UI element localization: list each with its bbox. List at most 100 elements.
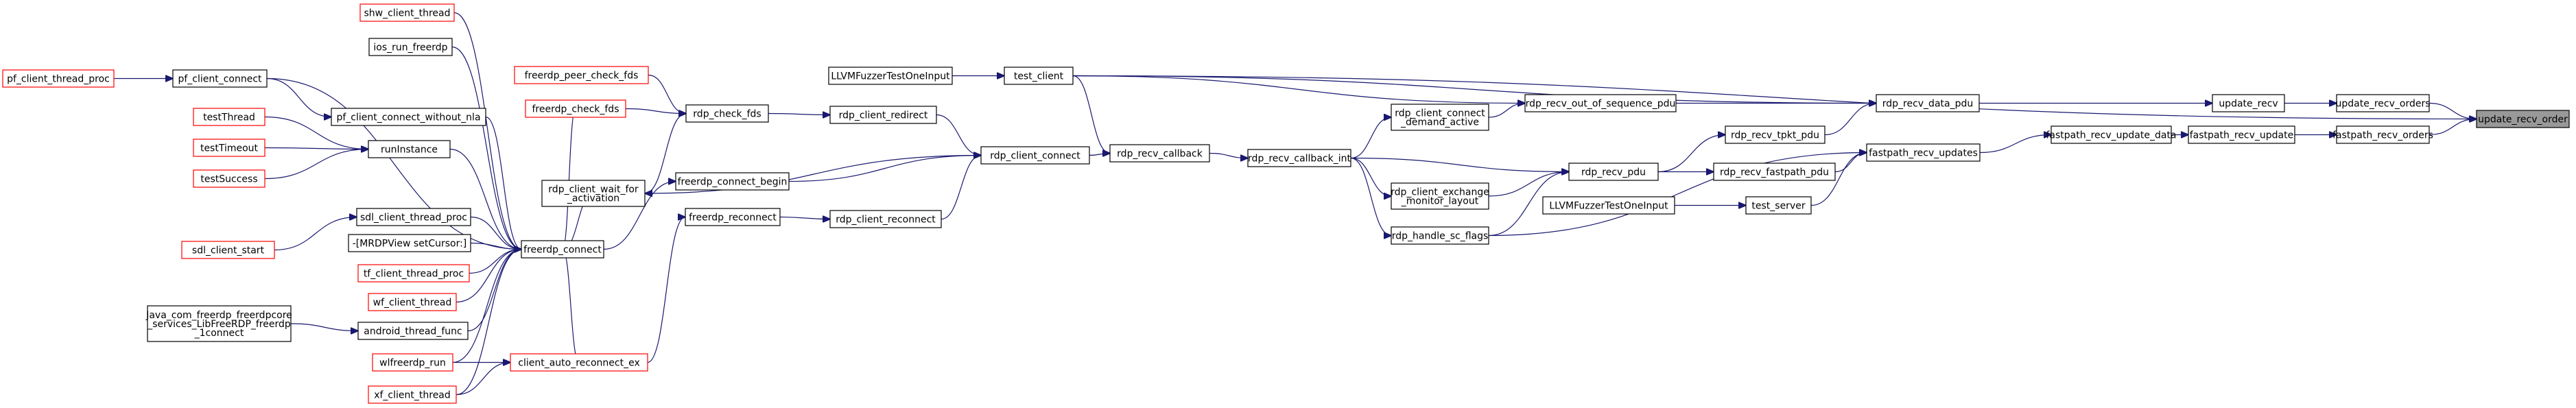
edge-testThread-to-runInstance: [264, 116, 368, 149]
node-box: [357, 322, 469, 340]
node-android-thread-func[interactable]: android_thread_func: [357, 322, 469, 340]
node-freerdp-check-fds[interactable]: freerdp_check_fds: [525, 99, 626, 118]
node-freerdp-connect[interactable]: freerdp_connect: [521, 240, 604, 259]
node-label: freerdp_reconnect: [689, 213, 777, 224]
edge-wf_client_thread-to-freerdp_connect: [456, 250, 521, 303]
node-rdp-recv-pdu[interactable]: rdp_recv_pdu: [1568, 163, 1659, 181]
node-sdl-client-start[interactable]: sdl_client_start: [181, 241, 275, 259]
node-freerdp-connect-begin[interactable]: freerdp_connect_begin: [675, 172, 790, 191]
node-box: [541, 180, 646, 207]
node-label: rdp_client_exchange: [1391, 187, 1489, 198]
node-shw-client-thread[interactable]: shw_client_thread: [359, 3, 455, 22]
node-box: [368, 140, 451, 158]
node-fastpath-recv-update-data[interactable]: fastpath_recv_update_data: [2046, 125, 2177, 144]
node-rdp-handle-sc-flags[interactable]: rdp_handle_sc_flags: [1391, 226, 1489, 245]
node-box: [368, 38, 453, 56]
edge-runInstance-to-freerdp_connect: [449, 148, 521, 250]
node-pf-client-connect-without-nla[interactable]: pf_client_connect_without_nla: [331, 108, 486, 126]
node-test-client[interactable]: test_client: [1004, 67, 1074, 85]
node-box: [1866, 143, 1981, 162]
node-box: [348, 234, 471, 252]
node-pf-client-connect[interactable]: pf_client_connect: [172, 69, 268, 88]
node-update-recv[interactable]: update_recv: [2212, 94, 2285, 112]
edge-test_client-to-rdp_recv_callback: [1072, 75, 1110, 154]
edge-client_auto_reconnect_ex-to-freerdp_reconnect: [647, 217, 685, 363]
node-box: [193, 139, 265, 157]
node-label: rdp_recv_callback_int: [1248, 154, 1351, 165]
node-test-server[interactable]: test_server: [1745, 196, 1812, 215]
node-java-com-freerdp[interactable]: Java_com_freerdp_freerdpcore_services_Li…: [145, 305, 292, 342]
edge-testSuccess-to-runInstance: [264, 149, 368, 180]
node-box: [1391, 182, 1489, 210]
node-label: fastpath_recv_updates: [1869, 148, 1978, 159]
node-client-auto-reconnect-ex[interactable]: client_auto_reconnect_ex: [510, 353, 648, 372]
node-ios-run-freerdp[interactable]: ios_run_freerdp: [368, 38, 453, 56]
node-rdp-client-reconnect[interactable]: rdp_client_reconnect: [829, 210, 942, 228]
node-runinstance[interactable]: runInstance: [368, 140, 451, 158]
node-box: [1004, 67, 1074, 85]
node-tf-client-thread-proc[interactable]: tf_client_thread_proc: [357, 264, 470, 283]
node-rdp-recv-data-pdu[interactable]: rdp_recv_data_pdu: [1876, 94, 1980, 112]
node-pf-client-thread-proc[interactable]: pf_client_thread_proc: [2, 69, 115, 88]
node-box: [2336, 94, 2430, 112]
node-update-recv-orders[interactable]: update_recv_orders: [2336, 94, 2431, 112]
node-label: wf_client_thread: [373, 298, 452, 309]
node-rdp-check-fds[interactable]: rdp_check_fds: [685, 104, 769, 123]
edge-testTimeout-to-runInstance: [264, 148, 368, 149]
node-box: [193, 108, 265, 126]
node-box: [2336, 125, 2430, 144]
node-rdp-recv-fastpath-pdu[interactable]: rdp_recv_fastpath_pdu: [1713, 163, 1836, 181]
node-rdp-recv-callback-int[interactable]: rdp_recv_callback_int: [1247, 149, 1351, 167]
node-mrdpview-setcursor[interactable]: -[MRDPView setCursor:]: [348, 234, 471, 252]
node-label: Java_com_freerdp_freerdpcore: [145, 310, 292, 321]
node-label: freerdp_connect_begin: [678, 177, 788, 188]
node-freerdp-peer-check-fds[interactable]: freerdp_peer_check_fds: [514, 66, 649, 84]
node-wf-client-thread[interactable]: wf_client_thread: [368, 293, 457, 311]
node-label: freerdp_connect: [523, 245, 602, 256]
node-label: LLVMFuzzerTestOneInput: [831, 71, 950, 82]
node-box: [1725, 125, 1825, 144]
node-freerdp-reconnect[interactable]: freerdp_reconnect: [685, 208, 781, 226]
edge-ios_run_freerdp-to-freerdp_connect: [451, 46, 521, 250]
node-llvmfuzzertestoneinput-client[interactable]: LLVMFuzzerTestOneInput: [828, 67, 953, 85]
node-label: testThread: [203, 112, 255, 123]
node-testtimeout[interactable]: testTimeout: [193, 139, 265, 157]
edge-freerdp_connect-to-freerdp_check_fds: [562, 109, 576, 250]
node-box: [1542, 196, 1675, 215]
node-box: [1745, 196, 1812, 215]
node-box: [1247, 149, 1351, 167]
node-label: rdp_client_connect: [990, 151, 1080, 162]
edge-freerdp_reconnect-to-rdp_client_reconnect: [779, 217, 830, 219]
node-fastpath-recv-update[interactable]: fastpath_recv_update: [2188, 125, 2295, 144]
edge-client_auto_reconnect_ex-to-freerdp_connect: [563, 250, 580, 363]
node-rdp-client-exchange-monitor-layout[interactable]: rdp_client_exchange_monitor_layout: [1391, 182, 1489, 210]
node-box: [172, 69, 268, 88]
node-fastpath-recv-updates[interactable]: fastpath_recv_updates: [1866, 143, 1981, 162]
edge-freerdp_peer_check_fds-to-rdp_check_fds: [648, 74, 686, 114]
edge-update_recv_orders-to-update_recv_order: [2429, 102, 2477, 119]
node-label: _1connect: [194, 328, 244, 339]
node-testsuccess[interactable]: testSuccess: [193, 169, 265, 188]
edge-rdp_recv_pdu-to-rdp_recv_tpkt_pdu: [1657, 135, 1725, 173]
edge-rdp_handle_sc_flags-to-fastpath_recv_updates: [1488, 153, 1867, 237]
node-rdp-recv-callback[interactable]: rdp_recv_callback: [1109, 144, 1210, 163]
node-llvmfuzzertestoneinput-server[interactable]: LLVMFuzzerTestOneInput: [1542, 196, 1675, 215]
node-fastpath-recv-orders[interactable]: fastpath_recv_orders: [2332, 125, 2433, 144]
node-label: rdp_client_redirect: [839, 110, 928, 121]
edge-rdp_recv_callback_int-to-rdp_recv_pdu: [1350, 157, 1569, 172]
node-testthread[interactable]: testThread: [193, 108, 265, 126]
node-rdp-client-redirect[interactable]: rdp_client_redirect: [829, 106, 937, 124]
node-label: rdp_handle_sc_flags: [1392, 231, 1489, 242]
node-xf-client-thread[interactable]: xf_client_thread: [368, 385, 457, 404]
node-box: [357, 264, 470, 283]
node-rdp-client-connect[interactable]: rdp_client_connect: [980, 146, 1090, 165]
edge-shw_client_thread-to-freerdp_connect: [453, 12, 521, 250]
node-rdp-recv-out-of-sequence-pdu[interactable]: rdp_recv_out_of_sequence_pdu: [1524, 94, 1677, 112]
node-sdl-client-thread-proc[interactable]: sdl_client_thread_proc: [356, 208, 471, 226]
node-wlfreerdp-run[interactable]: wlfreerdp_run: [372, 353, 453, 372]
node-rdp-recv-tpkt-pdu[interactable]: rdp_recv_tpkt_pdu: [1725, 125, 1825, 144]
edge-test_client-to-rdp_recv_data_pdu: [1072, 75, 1876, 104]
node-rdp-client-connect-demand-active[interactable]: rdp_client_connect_demand_active: [1391, 104, 1489, 131]
node-label: test_client: [1014, 71, 1064, 82]
node-rdp-client-wait-for-activation[interactable]: rdp_client_wait_for_activation: [541, 180, 646, 207]
